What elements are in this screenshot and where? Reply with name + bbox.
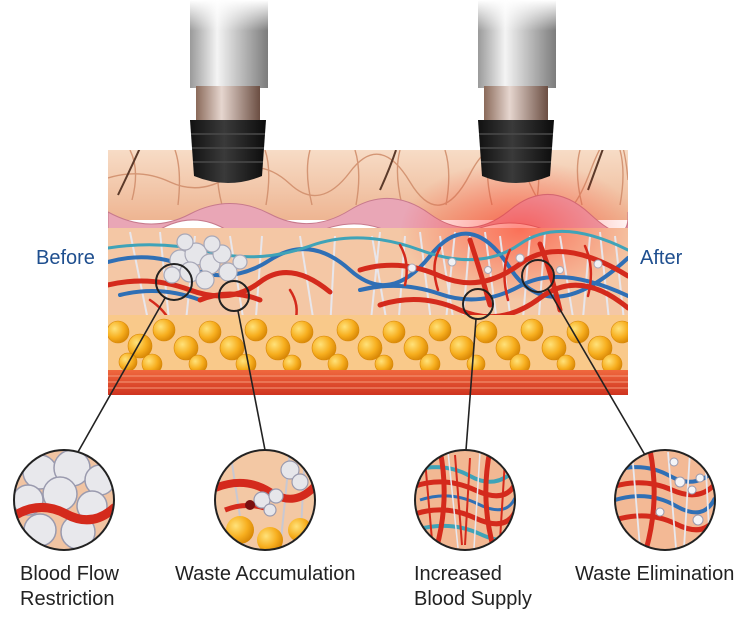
callout-rings (155, 259, 555, 320)
detail-waste-accumulation (214, 449, 316, 551)
caption-line: Blood Supply (414, 588, 532, 610)
waste-cluster (163, 233, 248, 290)
caption-increased-blood-supply: Increased Blood Supply (414, 562, 532, 612)
caption-waste-accumulation: Waste Accumulation (175, 562, 355, 587)
probe-right (478, 0, 556, 183)
leader-lines (77, 288, 646, 456)
detail-waste-elimination (614, 449, 716, 551)
caption-blood-flow-restriction: Blood Flow Restriction (20, 562, 119, 612)
caption-line: Restriction (20, 588, 115, 610)
detail-blood-flow-restriction (13, 449, 115, 551)
after-label: After (640, 247, 683, 269)
tissue-section (108, 150, 628, 395)
caption-line: Increased (414, 563, 502, 585)
detail-increased-blood-supply (414, 449, 516, 551)
caption-line: Blood Flow (20, 563, 119, 585)
probe-left (190, 0, 268, 183)
before-label: Before (36, 247, 95, 269)
caption-line: Waste Accumulation (175, 563, 356, 585)
caption-waste-elimination: Waste Elimination (575, 562, 734, 587)
caption-line: Waste Elimination (575, 563, 735, 585)
fat-cells (108, 318, 628, 375)
